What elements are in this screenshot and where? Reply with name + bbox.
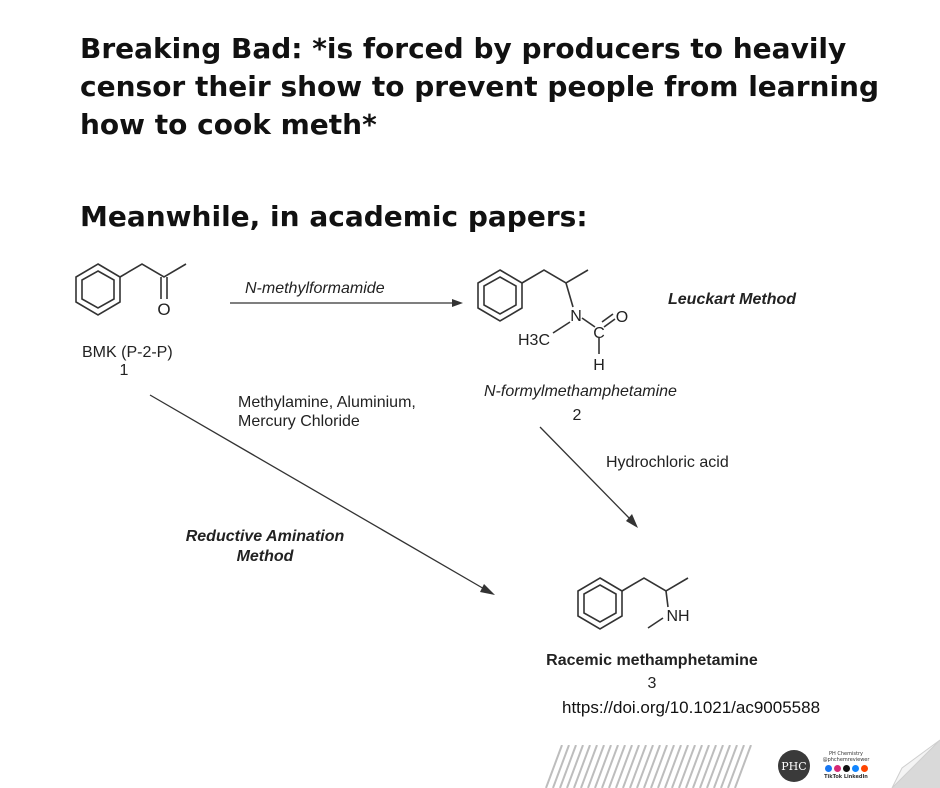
reaction-scheme: O BMK (P-2-P) 1 N-methylformamide N C O …	[75, 263, 797, 692]
arrow-reductive-amination	[149, 394, 487, 591]
page-curl-corner	[891, 739, 940, 788]
reagent-hydrochloric-acid: Hydrochloric acid	[606, 454, 729, 471]
reagent-line-2: Mercury Chloride	[238, 413, 360, 430]
compound-2-name: N-formylmethamphetamine	[484, 383, 677, 400]
reductive-method-line-1: Reductive Amination	[186, 528, 345, 545]
x-icon	[842, 765, 850, 772]
compound-1-name: BMK (P-2-P)	[82, 344, 173, 361]
compound-1-structure: O	[75, 263, 187, 319]
compound-3-number: 3	[648, 675, 657, 692]
compound-2-hydrogen-atom: H	[593, 357, 605, 374]
compound-2-structure	[477, 269, 616, 354]
leuckart-method-label: Leuckart Method	[668, 291, 797, 308]
compound-3-name: Racemic methamphetamine	[546, 652, 758, 669]
arrow-head-hydrolysis	[626, 514, 638, 528]
social-icons	[814, 765, 878, 772]
heading-line-3: how to cook meth*	[80, 108, 377, 141]
compound-2-carbon-atom: C	[593, 325, 605, 342]
bmk-side-chain	[119, 263, 187, 278]
heading-line-2: censor their show to prevent people from…	[80, 70, 880, 103]
brand-name: PH Chemistry	[829, 751, 863, 757]
phc-logo: PHC	[778, 750, 810, 782]
compound-2-oxygen-atom: O	[616, 309, 628, 326]
instagram-icon	[833, 765, 841, 772]
bluesky-icon	[851, 765, 859, 772]
decorative-stripes	[545, 745, 752, 788]
reagent-line-1: Methylamine, Aluminium,	[238, 394, 416, 411]
arrow-head-top	[452, 299, 463, 307]
reagent-n-methylformamide: N-methylformamide	[245, 280, 385, 297]
facebook-icon	[824, 765, 832, 772]
brand-platforms: TikTok LinkedIn	[824, 774, 868, 780]
compound-2-nitrogen-atom: N	[570, 308, 582, 325]
compound-3-structure	[577, 577, 689, 630]
bmk-oxygen-atom: O	[157, 300, 170, 319]
arrow-hydrolysis	[539, 426, 633, 522]
reductive-method-line-2: Method	[237, 548, 295, 565]
doi-citation: https://doi.org/10.1021/ac9005588	[562, 698, 821, 717]
compound-2-h3c-group: H3C	[518, 332, 550, 349]
brand-block: PH Chemistry @phchemreviewer TikTok Link…	[814, 751, 878, 780]
compound-2-number: 2	[573, 407, 582, 424]
arrow-head-reductive	[480, 584, 495, 595]
meme-subheading: Meanwhile, in academic papers:	[80, 200, 588, 233]
brand-handle: @phchemreviewer	[822, 757, 870, 763]
reddit-icon	[860, 765, 868, 772]
compound-1-number: 1	[120, 362, 129, 379]
heading-line-1: Breaking Bad: *is forced by producers to…	[80, 32, 847, 65]
compound-3-nh-group: NH	[666, 608, 689, 625]
meme-heading: Breaking Bad: *is forced by producers to…	[80, 30, 880, 144]
